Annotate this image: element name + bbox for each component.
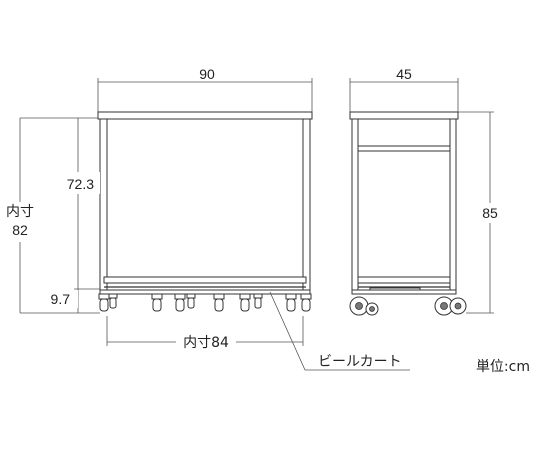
wheel-hub — [454, 302, 462, 310]
front-left-post — [99, 118, 108, 291]
caster — [213, 293, 225, 312]
caster — [239, 293, 251, 312]
side-top-plate — [349, 111, 459, 120]
total-height-bg — [476, 203, 504, 223]
front-view: 90 72.3 内 — [2, 66, 410, 371]
side-left-post — [351, 118, 359, 291]
front-right-post — [302, 118, 311, 291]
front-top-plate — [97, 111, 313, 120]
side-wheels — [349, 296, 467, 316]
front-bottom-bar — [103, 276, 307, 284]
side-shelf-bar — [357, 145, 451, 152]
lower-height-bg — [40, 290, 78, 308]
caster — [151, 293, 163, 312]
upper-height-label: 72.3 — [67, 176, 94, 192]
inner-height-bg — [2, 202, 42, 242]
inner-width-bg — [176, 331, 236, 351]
side-width-label: 45 — [396, 66, 412, 82]
callout-label: ビールカート — [318, 354, 402, 370]
caster — [174, 293, 186, 312]
side-view: 45 85 — [349, 66, 504, 316]
inner-height-caption: 内寸 — [6, 204, 34, 220]
upper-height-bg — [48, 172, 100, 194]
wheel-hub — [440, 302, 448, 310]
caster — [285, 293, 297, 312]
total-height-label: 85 — [482, 205, 498, 221]
caster — [186, 293, 196, 309]
unit-label: 単位:cm — [476, 359, 530, 375]
front-panel — [106, 118, 304, 278]
inner-width-label: 内寸84 — [183, 335, 229, 351]
caster — [253, 293, 263, 309]
callout-leader — [269, 291, 306, 371]
front-casters — [98, 293, 312, 312]
front-width-label: 90 — [199, 66, 215, 82]
caster — [108, 293, 118, 309]
caster — [300, 293, 312, 312]
front-base-frame — [99, 289, 311, 295]
caster — [98, 293, 110, 312]
side-bottom-bar — [357, 276, 451, 284]
side-base-frame — [351, 289, 457, 295]
inner-height-value: 82 — [12, 222, 28, 238]
lower-height-label: 9.7 — [51, 291, 71, 307]
wheel-hub — [369, 306, 375, 312]
wheel-hub — [355, 302, 363, 310]
side-right-post — [449, 118, 457, 291]
